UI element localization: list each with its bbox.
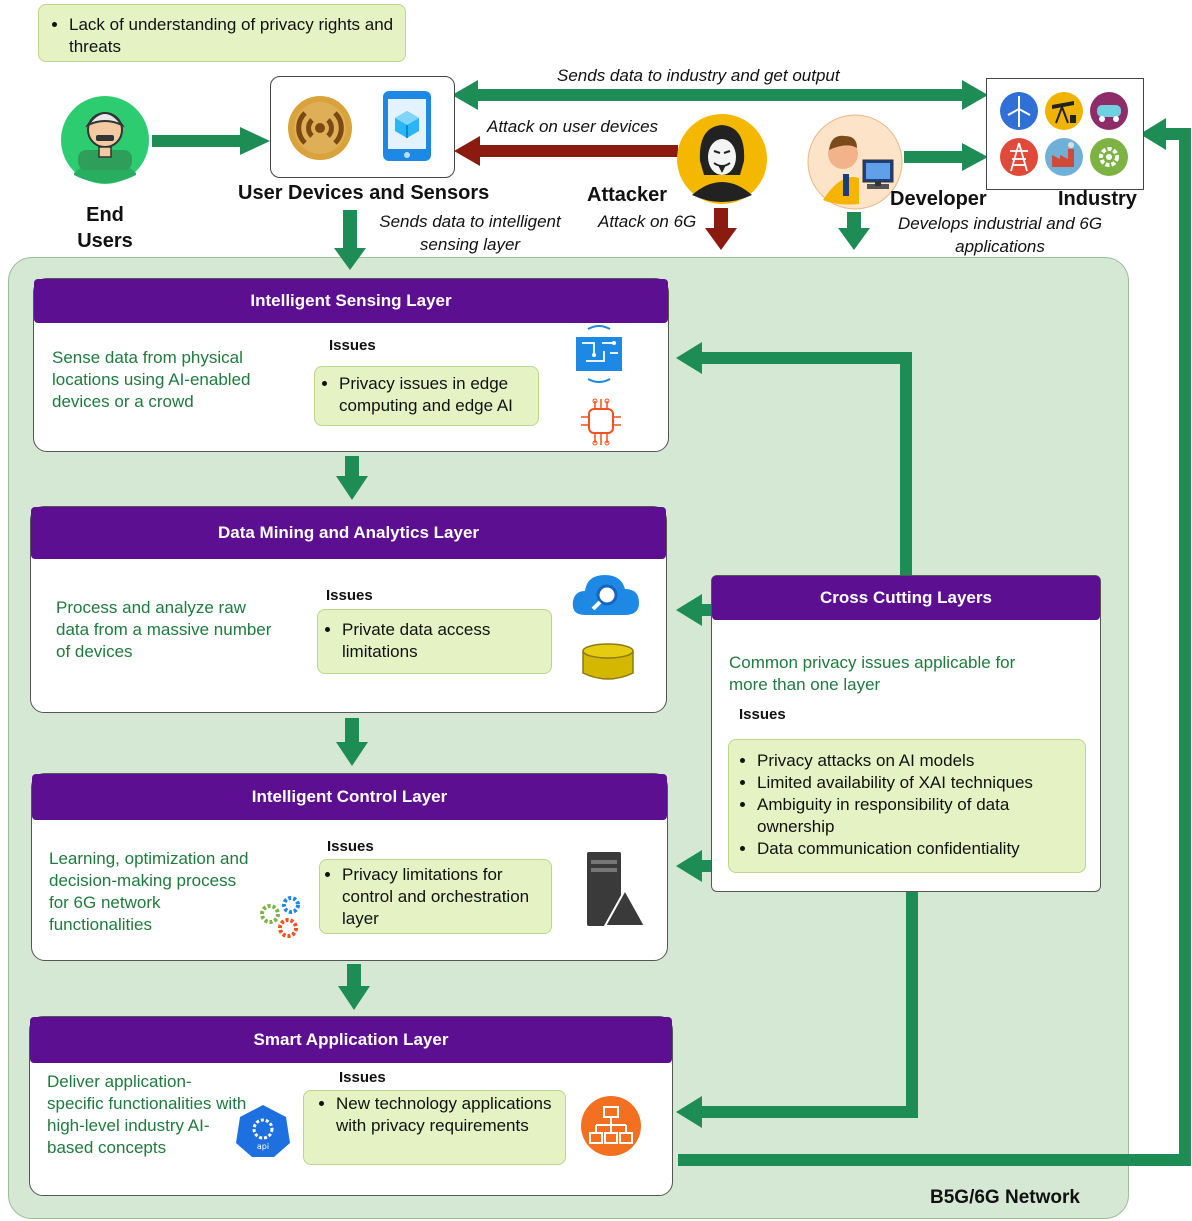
developer-label: Developer bbox=[890, 188, 987, 210]
application-issues-box: New technology applications with privacy… bbox=[303, 1090, 566, 1165]
ai-chip-icon bbox=[579, 397, 623, 447]
cross-cutting-title: Cross Cutting Layers bbox=[712, 576, 1100, 620]
developer-icon bbox=[807, 114, 903, 210]
circuit-board-icon bbox=[574, 325, 624, 387]
attack-user-devices-label: Attack on user devices bbox=[487, 117, 659, 136]
database-icon bbox=[581, 643, 635, 683]
application-issue-item: New technology applications with privacy… bbox=[336, 1093, 557, 1137]
arrow-developer-down bbox=[838, 212, 870, 250]
control-layer-title: Intelligent Control Layer bbox=[32, 774, 667, 820]
cloud-search-icon bbox=[571, 569, 641, 621]
tanker-icon bbox=[1089, 91, 1129, 131]
mining-layer-title: Data Mining and Analytics Layer bbox=[31, 507, 666, 559]
sensing-layer-title: Intelligent Sensing Layer bbox=[34, 279, 668, 323]
attacker-label: Attacker bbox=[587, 184, 668, 206]
application-issues-label: Issues bbox=[339, 1069, 386, 1086]
arrow-attacker-to-devices bbox=[454, 136, 678, 166]
mining-layer: Data Mining and Analytics Layer Process … bbox=[30, 506, 667, 713]
industry-box bbox=[986, 78, 1144, 190]
control-issue-item: Privacy limitations for control and orch… bbox=[342, 864, 545, 930]
control-layer-description: Learning, optimization and decision-maki… bbox=[49, 849, 249, 934]
end-users-label: End Users bbox=[77, 204, 133, 252]
attack-6g-label: Attack on 6G bbox=[598, 212, 697, 231]
mining-issues-label: Issues bbox=[326, 587, 373, 604]
cross-cutting-layer: Cross Cutting Layers Common privacy issu… bbox=[711, 575, 1101, 892]
attacker-icon bbox=[676, 113, 768, 205]
mining-issue-item: Private data access limitations bbox=[342, 619, 543, 663]
sensing-issues-label: Issues bbox=[329, 337, 376, 354]
arrow-users-to-devices bbox=[152, 127, 270, 155]
sensing-layer: Intelligent Sensing Layer Sense data fro… bbox=[33, 278, 669, 452]
arrow-attack-6g bbox=[705, 208, 737, 250]
power-tower-icon bbox=[999, 137, 1039, 177]
application-layer-title: Smart Application Layer bbox=[30, 1017, 672, 1063]
top-note: Lack of understanding of privacy rights … bbox=[38, 4, 406, 62]
oil-pump-icon bbox=[1044, 91, 1084, 131]
hierarchy-icon bbox=[580, 1095, 642, 1157]
control-issues-box: Privacy limitations for control and orch… bbox=[319, 859, 552, 934]
mining-layer-description: Process and analyze raw data from a mass… bbox=[56, 598, 272, 661]
top-note-text: Lack of understanding of privacy rights … bbox=[69, 14, 395, 58]
wind-turbine-icon bbox=[999, 91, 1039, 131]
sends-to-sensing-label: Sends data to intelligent sensing layer bbox=[379, 212, 561, 254]
cross-cutting-description: Common privacy issues applicable for mor… bbox=[729, 653, 1016, 694]
industry-label: Industry bbox=[1058, 188, 1137, 210]
svg-text:api: api bbox=[257, 1142, 269, 1151]
server-warning-icon bbox=[585, 850, 647, 928]
mining-issues-box: Private data access limitations bbox=[317, 609, 552, 674]
user-devices-label: User Devices and Sensors bbox=[238, 182, 490, 204]
gears-icon bbox=[258, 894, 304, 940]
cross-issue-item: Data communication confidentiality bbox=[757, 838, 1077, 860]
network-label: B5G/6G Network bbox=[930, 1187, 1080, 1208]
api-icon: api bbox=[234, 1103, 292, 1159]
mobile-device-icon bbox=[381, 89, 433, 163]
factory-icon bbox=[1044, 137, 1084, 177]
cross-issue-item: Privacy attacks on AI models bbox=[757, 750, 1077, 772]
end-user-icon bbox=[60, 95, 150, 185]
control-layer: Intelligent Control Layer Learning, opti… bbox=[31, 773, 668, 961]
sensing-issue-item: Privacy issues in edge computing and edg… bbox=[339, 373, 530, 417]
application-layer: Smart Application Layer Deliver applicat… bbox=[29, 1016, 673, 1196]
user-devices-box bbox=[270, 76, 455, 178]
sensing-issues-box: Privacy issues in edge computing and edg… bbox=[314, 366, 539, 426]
sensing-layer-description: Sense data from physical locations using… bbox=[52, 348, 251, 411]
cross-issues-box: Privacy attacks on AI models Limited ava… bbox=[728, 739, 1086, 873]
cross-issues-label: Issues bbox=[739, 706, 786, 723]
gear-icon bbox=[1089, 137, 1129, 177]
develops-apps-label: Develops industrial and 6G applications bbox=[897, 214, 1103, 256]
application-layer-description: Deliver application-specific functionali… bbox=[47, 1072, 247, 1157]
cross-issue-item: Ambiguity in responsibility of data owne… bbox=[757, 794, 1077, 838]
sends-to-industry-label: Sends data to industry and get output bbox=[557, 66, 840, 85]
control-issues-label: Issues bbox=[327, 838, 374, 855]
arrow-developer-to-industry bbox=[904, 143, 988, 171]
sensor-icon bbox=[287, 95, 353, 161]
cross-issue-item: Limited availability of XAI techniques bbox=[757, 772, 1077, 794]
